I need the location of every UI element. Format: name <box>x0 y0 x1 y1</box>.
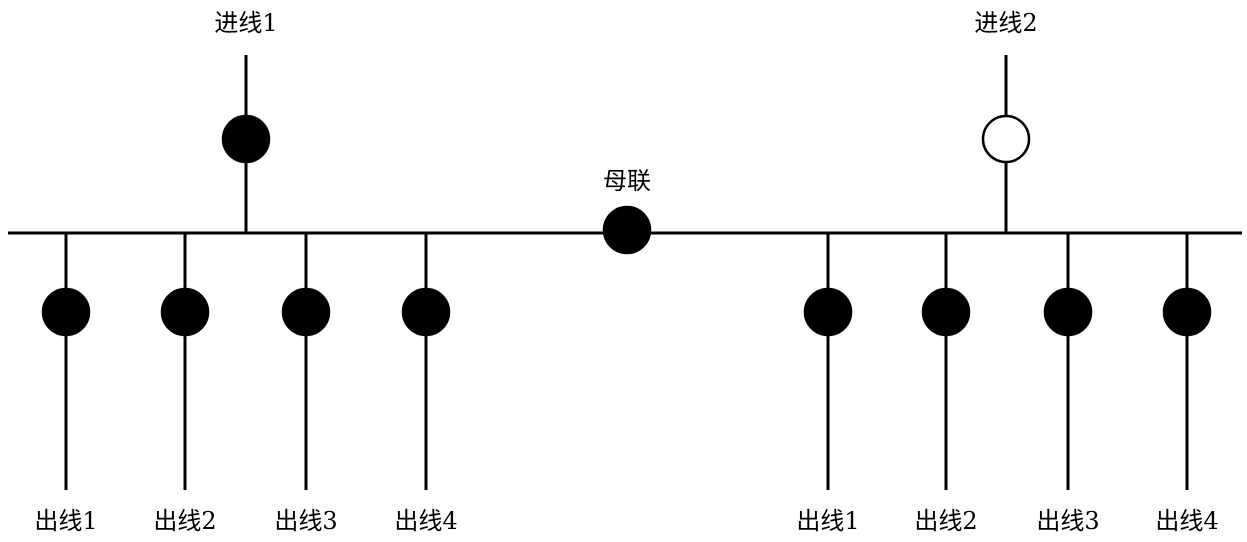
incoming-2-breaker[interactable] <box>981 114 1031 164</box>
outgoing-label: 出线3 <box>274 507 337 535</box>
outgoing-label: 出线1 <box>796 507 859 535</box>
outgoing-breaker[interactable] <box>401 287 451 337</box>
outgoing-label: 出线4 <box>394 507 457 535</box>
outgoing-label: 出线4 <box>1155 507 1218 535</box>
outgoing-feeder: 出线3 <box>274 233 338 535</box>
outgoing-feeder: 出线4 <box>1155 233 1219 535</box>
outgoing-label: 出线1 <box>34 507 97 535</box>
outgoing-label: 出线3 <box>1036 507 1099 535</box>
outgoing-breaker[interactable] <box>281 287 331 337</box>
outgoing-label: 出线2 <box>153 507 216 535</box>
outgoing-feeder: 出线1 <box>796 233 860 535</box>
outgoing-breaker[interactable] <box>41 287 91 337</box>
outgoing-feeder: 出线1 <box>34 233 98 535</box>
incoming-1-breaker[interactable] <box>221 114 271 164</box>
bus-tie: 母联 <box>602 167 652 255</box>
outgoing-feeder: 出线4 <box>394 233 458 535</box>
incoming-1-label: 进线1 <box>214 9 277 37</box>
bus-tie-label: 母联 <box>603 167 651 195</box>
incoming-feeder-2: 进线2 <box>974 9 1038 233</box>
outgoing-feeders: 出线1 出线2 出线3 出线4 出线1 出线2 出线3 出线4 <box>34 233 1219 535</box>
outgoing-breaker[interactable] <box>921 287 971 337</box>
outgoing-label: 出线2 <box>914 507 977 535</box>
outgoing-breaker[interactable] <box>1043 287 1093 337</box>
outgoing-feeder: 出线2 <box>914 233 978 535</box>
outgoing-breaker[interactable] <box>803 287 853 337</box>
bus-tie-breaker[interactable] <box>602 205 652 255</box>
incoming-2-label: 进线2 <box>974 9 1037 37</box>
incoming-feeder-1: 进线1 <box>214 9 278 233</box>
outgoing-feeder: 出线3 <box>1036 233 1100 535</box>
outgoing-feeder: 出线2 <box>153 233 217 535</box>
outgoing-breaker[interactable] <box>160 287 210 337</box>
outgoing-breaker[interactable] <box>1162 287 1212 337</box>
